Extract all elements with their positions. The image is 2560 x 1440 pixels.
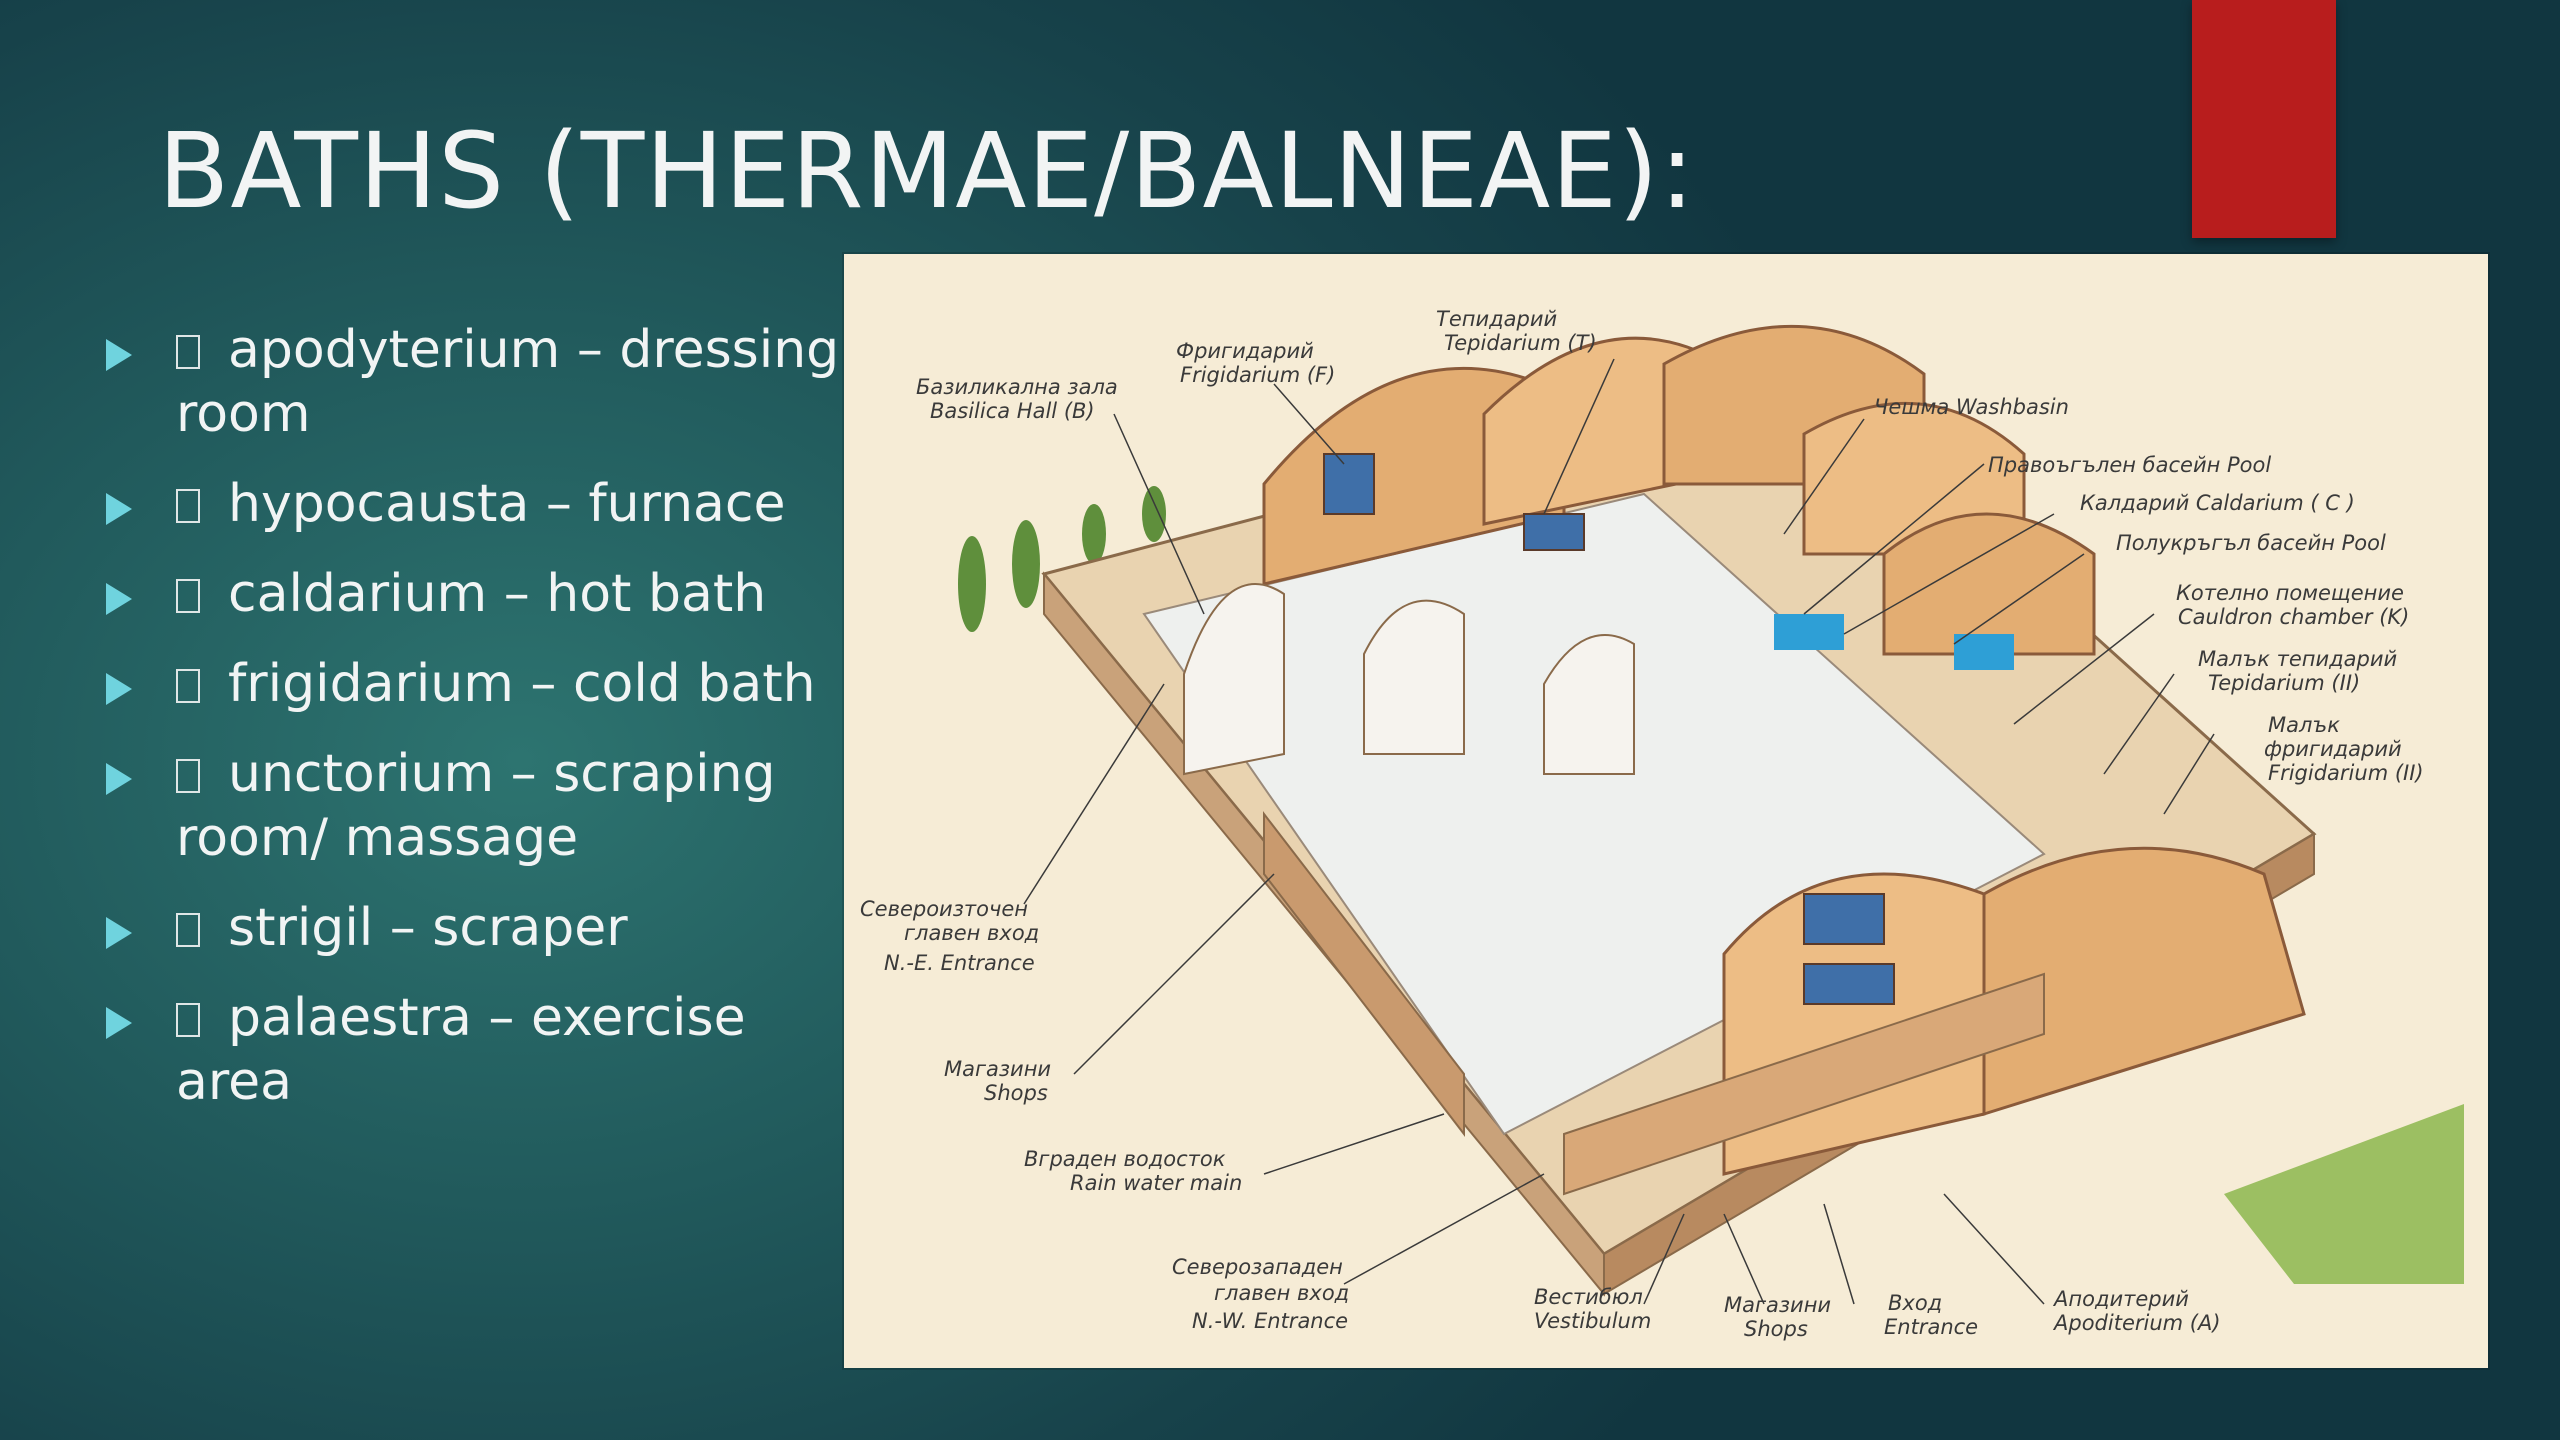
missing-glyph-icon bbox=[176, 913, 200, 947]
label-entrance-bg: Вход bbox=[1888, 1291, 1942, 1315]
bullet-text: strigil – scraper bbox=[228, 898, 628, 958]
bullet-item: frigidarium – cold bath bbox=[100, 652, 840, 716]
label-nw-bg2: главен вход bbox=[1214, 1281, 1349, 1305]
label-cauldron-bg: Котелно помещение bbox=[2176, 581, 2404, 605]
label-rain-en: Rain water main bbox=[1070, 1171, 1242, 1195]
label-rain-bg: Вграден водосток bbox=[1024, 1147, 1226, 1171]
bullet-text-cont: room/ massage bbox=[176, 808, 579, 868]
bullet-text-cont: area bbox=[176, 1052, 292, 1112]
accent-bar bbox=[2192, 0, 2336, 238]
label-pool-semi: Полукръгъл басейн Pool bbox=[2116, 531, 2386, 555]
bullet-item: strigil – scraper bbox=[100, 896, 840, 960]
label-nw-en: N.-W. Entrance bbox=[1192, 1309, 1348, 1333]
triangle-bullet-icon bbox=[106, 673, 132, 705]
label-shops2-bg: Магазини bbox=[1724, 1293, 1831, 1317]
bullet-item: caldarium – hot bath bbox=[100, 562, 840, 626]
label-small-frig-en: Frigidarium (II) bbox=[2268, 761, 2424, 785]
triangle-bullet-icon bbox=[106, 1007, 132, 1039]
bullet-item: hypocausta – furnace bbox=[100, 472, 840, 536]
triangle-bullet-icon bbox=[106, 583, 132, 615]
bullet-text: apodyterium – dressing bbox=[228, 320, 840, 380]
label-vestibule-bg: Вестибюл bbox=[1534, 1285, 1643, 1309]
label-ne-bg2: главен вход bbox=[904, 921, 1039, 945]
label-basilica-en: Basilica Hall (B) bbox=[930, 399, 1095, 423]
triangle-bullet-icon bbox=[106, 917, 132, 949]
label-pool-rect: Правоъгълен басейн Pool bbox=[1988, 453, 2271, 477]
triangle-bullet-icon bbox=[106, 339, 132, 371]
label-cauldron-en: Cauldron chamber (K) bbox=[2178, 605, 2409, 629]
label-shops2-en: Shops bbox=[1744, 1317, 1808, 1341]
triangle-bullet-icon bbox=[106, 493, 132, 525]
label-entrance-en: Entrance bbox=[1884, 1315, 1978, 1339]
label-tepidarium-bg: Тепидарий bbox=[1436, 307, 1557, 331]
label-shops-bg: Магазини bbox=[944, 1057, 1051, 1081]
label-apoditerium-bg: Аподитерий bbox=[2052, 1287, 2189, 1311]
bullet-text: unctorium – scraping bbox=[228, 744, 776, 804]
label-frigidarium-en: Frigidarium (F) bbox=[1180, 363, 1335, 387]
label-washbasin: Чешма Washbasin bbox=[1874, 395, 2069, 419]
label-small-tep-en: Tepidarium (II) bbox=[2208, 671, 2360, 695]
bullet-text-cont: room bbox=[176, 384, 311, 444]
label-small-tep-bg: Малък тепидарий bbox=[2198, 647, 2397, 671]
missing-glyph-icon bbox=[176, 1003, 200, 1037]
bullet-item: palaestra – exercise area bbox=[100, 986, 840, 1114]
label-tepidarium-en: Tepidarium (T) bbox=[1444, 331, 1597, 355]
bullet-item: apodyterium – dressing room bbox=[100, 318, 840, 446]
missing-glyph-icon bbox=[176, 759, 200, 793]
bath-illustration: Тепидарий Tepidarium (T) Фригидарий Frig… bbox=[844, 254, 2488, 1368]
label-basilica-bg: Базиликална зала bbox=[916, 375, 1118, 399]
triangle-bullet-icon bbox=[106, 763, 132, 795]
label-ne-en: N.-E. Entrance bbox=[884, 951, 1035, 975]
slide-title: BATHS (THERMAE/BALNEAE): bbox=[158, 110, 1696, 232]
label-vestibule-en: Vestibulum bbox=[1534, 1309, 1651, 1333]
bullet-item: unctorium – scraping room/ massage bbox=[100, 742, 840, 870]
label-ne-bg1: Североизточен bbox=[860, 897, 1028, 921]
missing-glyph-icon bbox=[176, 669, 200, 703]
label-small-frig-bg1: Малък bbox=[2268, 713, 2340, 737]
label-caldarium: Калдарий Caldarium ( C ) bbox=[2080, 491, 2355, 515]
label-shops-en: Shops bbox=[984, 1081, 1048, 1105]
bullet-text: frigidarium – cold bath bbox=[228, 654, 816, 714]
bullet-text: palaestra – exercise bbox=[228, 988, 746, 1048]
label-frigidarium-bg: Фригидарий bbox=[1176, 339, 1314, 363]
label-apoditerium-en: Apoditerium (A) bbox=[2052, 1311, 2221, 1335]
bullet-text: caldarium – hot bath bbox=[228, 564, 767, 624]
missing-glyph-icon bbox=[176, 579, 200, 613]
bullet-text: hypocausta – furnace bbox=[228, 474, 786, 534]
missing-glyph-icon bbox=[176, 335, 200, 369]
missing-glyph-icon bbox=[176, 489, 200, 523]
bullet-list: apodyterium – dressing room hypocausta –… bbox=[100, 318, 840, 1140]
bath-complex-diagram: Тепидарий Tepidarium (T) Фригидарий Frig… bbox=[844, 254, 2488, 1368]
label-nw-bg1: Северозападен bbox=[1172, 1255, 1343, 1279]
label-small-frig-bg2: фригидарий bbox=[2264, 737, 2402, 761]
